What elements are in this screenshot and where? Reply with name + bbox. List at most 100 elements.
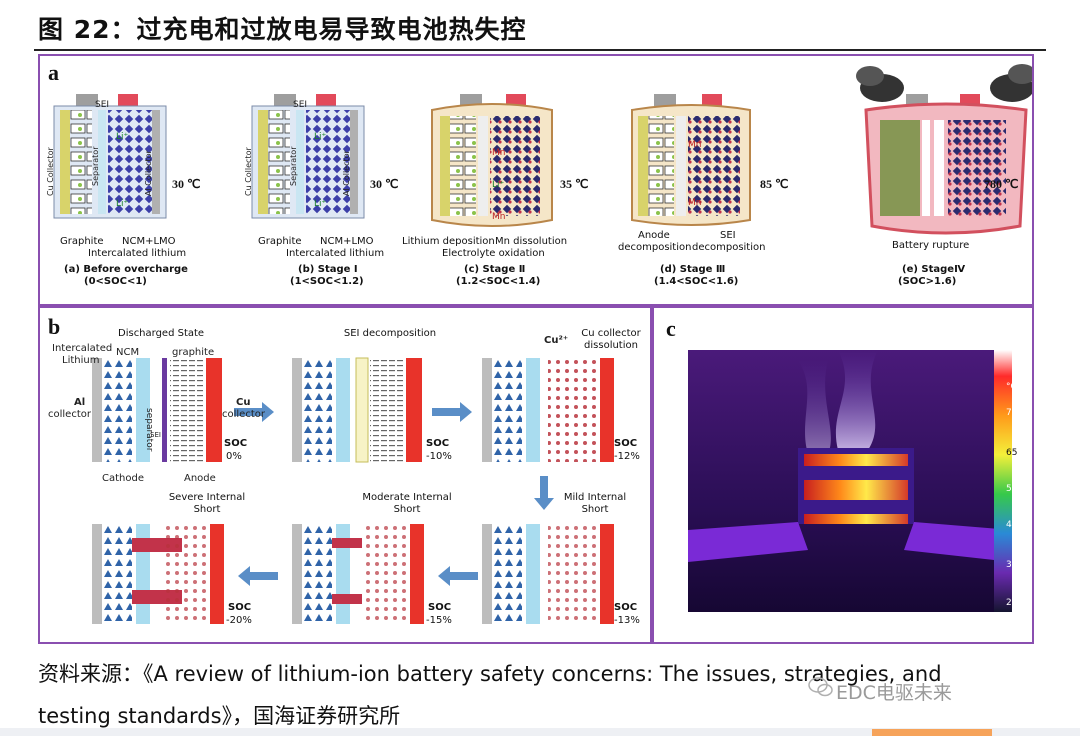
stage-c-deposition-label: Lithium deposition [402, 236, 495, 247]
stage-b-intercalated-label: Intercalated lithium [286, 248, 385, 259]
stage-a-al-collector-label: Al Collector [144, 150, 153, 196]
flow-arrows [234, 402, 554, 586]
cell-6 [92, 524, 224, 624]
scale-tick-65: 65 [1006, 448, 1018, 458]
watermark: EDC电驱未来 [836, 682, 952, 704]
panel-b-label: b [48, 314, 61, 339]
stage-b-range: (1<SOC<1.2) [290, 276, 364, 287]
stage-c-mn-label-2: Mn [492, 212, 506, 222]
wechat-icon [808, 677, 833, 697]
cell-2 [292, 357, 422, 463]
cell-3 [482, 358, 614, 462]
scale-tick-75: 75 [1006, 408, 1018, 418]
stage-a-li-label-2: Li⁺ [116, 199, 129, 209]
stage-b-cell [251, 94, 365, 219]
stage-c-li-label: Li⁺ [492, 180, 505, 190]
cell-3-soc-label: SOC [614, 438, 638, 449]
stage-b-li-label-1: Li⁺ [314, 132, 327, 142]
stage-a-li-label-1: Li⁺ [116, 132, 129, 142]
bottom-accent [872, 729, 992, 736]
cell-1-cathode-label: Cathode [102, 473, 144, 484]
stage-a-ncm-label: NCM+LMO [122, 236, 176, 247]
stage-d-cell [631, 94, 751, 226]
cell-5 [292, 524, 424, 624]
panel-c-label: c [666, 316, 676, 341]
cell-2-soc-value: -10% [426, 451, 452, 462]
scale-tick-55: 55 [1006, 484, 1018, 494]
stage-a-intercalated-label: Intercalated lithium [88, 248, 187, 259]
stage-a-cell [53, 94, 167, 219]
stage-b-graphite-label: Graphite [258, 236, 302, 247]
cell-3-ion-label: Cu²⁺ [544, 335, 569, 346]
cell-1-state-label: Discharged State [118, 328, 205, 339]
stage-d-mn-label-1: Mn [688, 140, 702, 150]
stage-b-al-collector-label: Al Collector [342, 150, 351, 196]
cell-1-al-label: Al [74, 397, 86, 408]
stage-b-caption: (b) Stage Ⅰ [298, 264, 358, 275]
stage-c-mn-label-1: Mn [492, 148, 506, 158]
cell-4 [482, 524, 614, 624]
stage-a-separator-label: Separator [91, 146, 100, 187]
cell-2-state-label: SEI decomposition [343, 328, 437, 339]
stage-b-cu-collector-label: Cu Collector [244, 147, 253, 196]
cell-4-soc-label: SOC [614, 602, 638, 613]
stage-d-sei-decomposition-label: decomposition [692, 242, 766, 253]
panel-a-label: a [48, 60, 59, 85]
cell-3-state-label: Cu collector dissolution [581, 328, 641, 351]
stage-b-sei-label: SEI [293, 100, 308, 110]
stage-d-mn-label-2: Mn [688, 198, 702, 208]
cell-5-soc-label: SOC [428, 602, 452, 613]
stage-b-separator-label: Separator [289, 146, 298, 187]
cell-1-al-collector-label: collector [48, 409, 91, 420]
stage-c-caption: (c) Stage Ⅱ [464, 264, 526, 275]
stage-b-li-label-2: Li⁺ [314, 199, 327, 209]
cell-1-cu-label: Cu [236, 397, 251, 408]
panel-b-diagrams [92, 357, 614, 624]
stage-d-temperature: 85 ℃ [760, 177, 789, 191]
cell-1-sei-label: SEI [150, 431, 161, 439]
panel-c: c [652, 306, 1034, 644]
title-rule [34, 49, 1046, 51]
stage-e-cell [856, 64, 1032, 235]
stage-c-oxidation-label: Electrolyte oxidation [442, 248, 545, 259]
cell-1-graphite-label: graphite [172, 347, 215, 358]
cell-1-intercalated-label: Intercalated [52, 343, 113, 354]
stage-c-cell [431, 94, 553, 227]
cell-6-soc-value: -20% [226, 615, 252, 626]
stage-d-caption: (d) Stage Ⅲ [660, 264, 726, 275]
stage-e-range: (SOC>1.6) [898, 276, 957, 287]
cell-1-ncm-label: NCM [116, 347, 140, 358]
stage-c-temperature: 35 ℃ [560, 177, 589, 191]
stage-d-sei-label: SEI [720, 230, 736, 241]
cell-1-anode-label: Anode [184, 473, 216, 484]
stage-a-caption: (a) Before overcharge [64, 264, 188, 275]
source-line-2: testing standards》，国海证券研究所 [38, 704, 401, 728]
cell-6-state-label: Severe Internal Short [168, 492, 246, 515]
stage-b-ncm-label: NCM+LMO [320, 236, 374, 247]
stage-c-range: (1.2<SOC<1.4) [456, 276, 541, 287]
cell-4-soc-value: -13% [614, 615, 640, 626]
cell-1-cu-collector-label: collector [222, 409, 265, 420]
stage-d-anode-decomposition-label: decomposition [618, 242, 692, 253]
cell-3-soc-value: -12% [614, 451, 640, 462]
scale-tick-26: 26 [1006, 598, 1018, 608]
stage-a-sei-label: SEI [95, 100, 110, 110]
cell-6-soc-label: SOC [228, 602, 252, 613]
scale-tick-36: 36 [1006, 560, 1018, 570]
stage-c-dissolution-label: Mn dissolution [495, 236, 568, 247]
cell-1-lithium-label: Lithium [62, 355, 100, 366]
stage-e-temperature: 780 ℃ [984, 177, 1019, 191]
scale-tick-45: 45 [1006, 520, 1018, 530]
stage-e-rupture-label: Battery rupture [892, 240, 970, 251]
source-line-1: 资料来源：《A review of lithium-ion battery sa… [38, 662, 942, 686]
stage-e-caption: (e) StageⅣ [902, 264, 966, 275]
cell-1-soc-label: SOC [224, 438, 248, 449]
cell-4-state-label: Mild Internal Short [563, 492, 627, 515]
stage-d-range: (1.4<SOC<1.6) [654, 276, 739, 287]
cell-1-soc-value: 0% [226, 451, 242, 462]
scale-unit-label: °C [1006, 382, 1017, 392]
stage-a-range: (0<SOC<1) [84, 276, 147, 287]
stage-a-graphite-label: Graphite [60, 236, 104, 247]
bottom-band [0, 728, 1080, 736]
stage-a-cu-collector-label: Cu Collector [46, 147, 55, 196]
